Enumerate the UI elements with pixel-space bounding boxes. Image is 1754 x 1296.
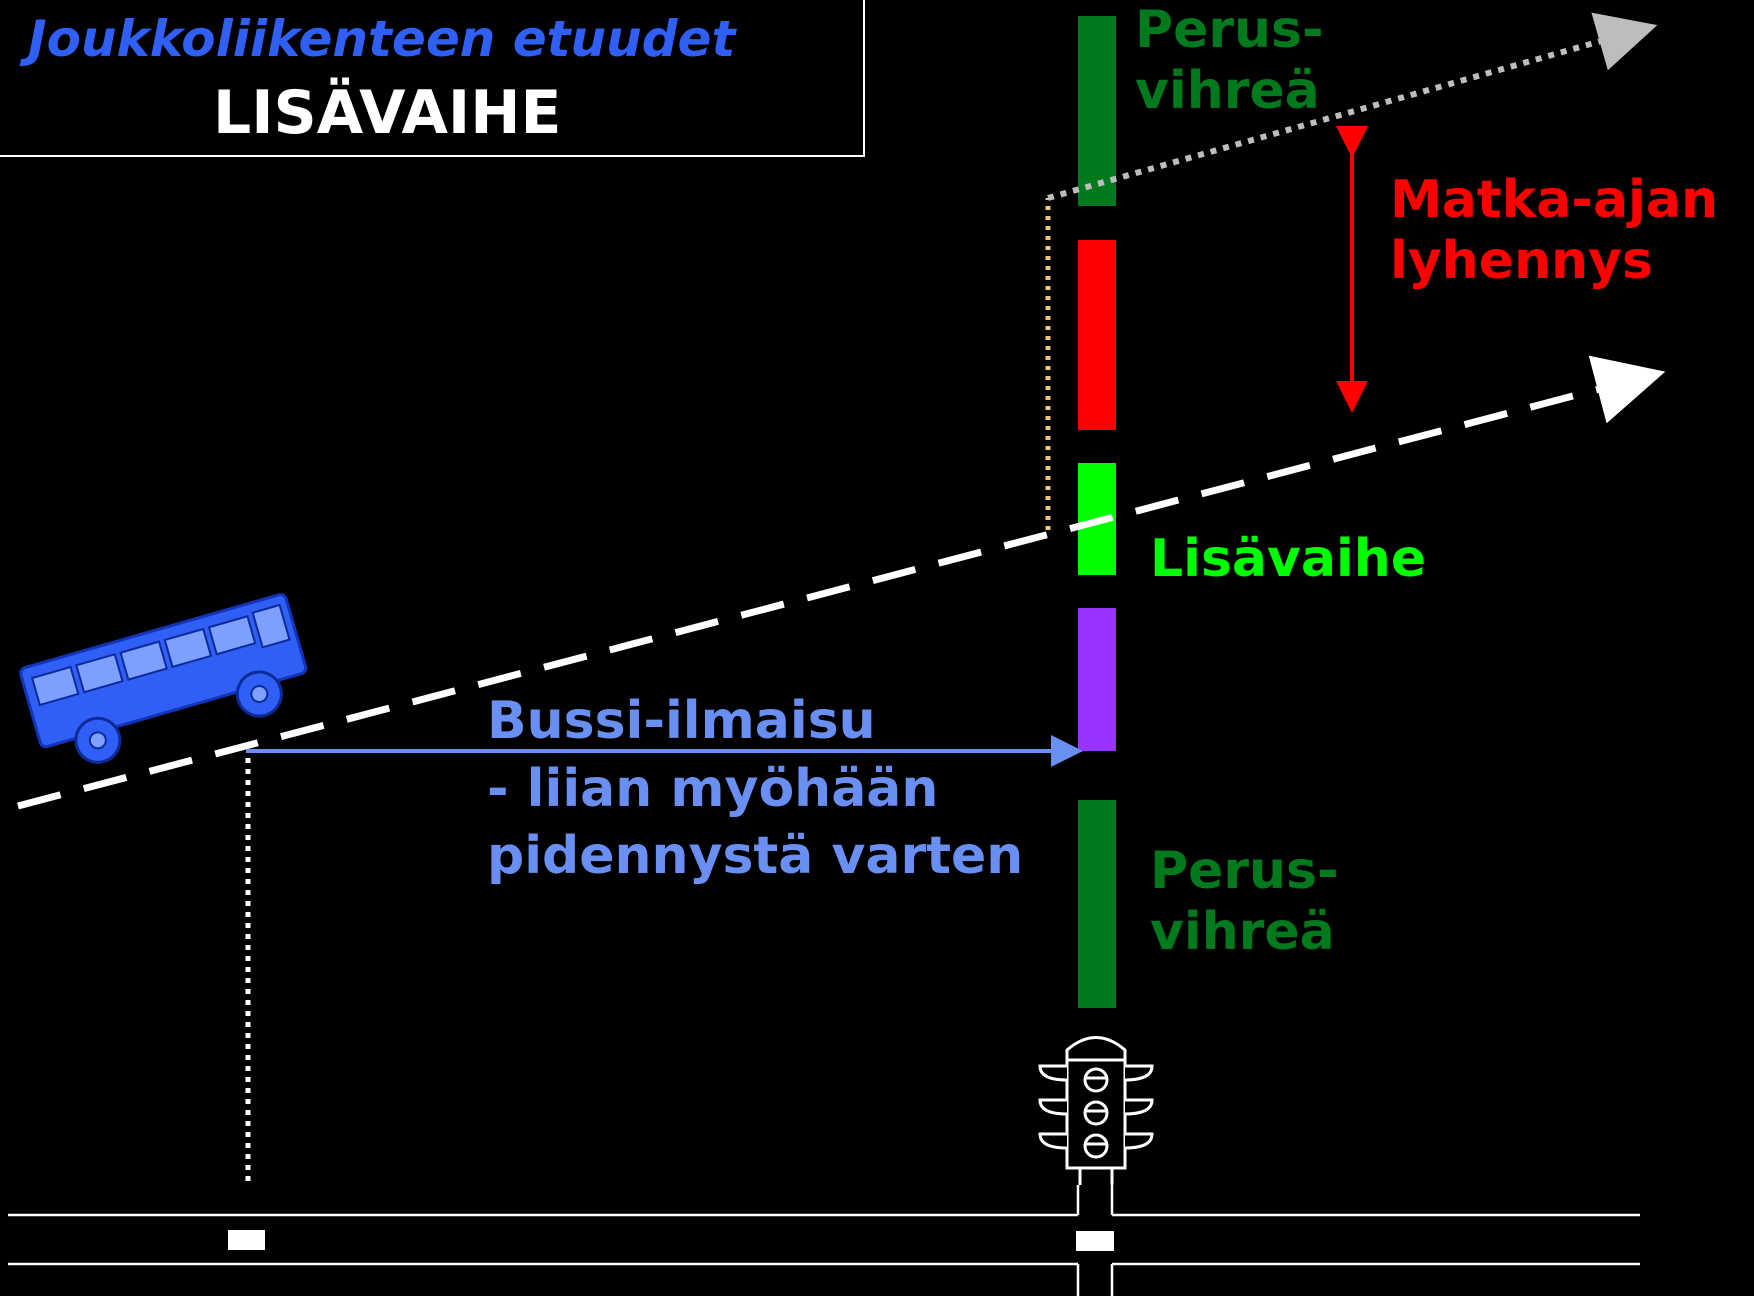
label-perusvihrea-bottom-line2: vihreä: [1150, 901, 1335, 962]
label-perusvihrea-top-line2: vihreä: [1135, 60, 1320, 121]
bus-icon: [19, 593, 308, 764]
phase-red: [1078, 240, 1116, 430]
detector-icon: [228, 1230, 265, 1250]
diagram-title: LISÄVAIHE: [213, 78, 562, 148]
phase-base-green-top: [1078, 16, 1116, 206]
label-perusvihrea-bottom-line1: Perus-: [1150, 841, 1339, 901]
delayed-trajectory: [1047, 12, 1658, 201]
label-detection-line3: pidennystä varten: [487, 826, 1024, 887]
road: [8, 1185, 1640, 1296]
actual-trajectory: [17, 355, 1666, 810]
label-travel-time-reduction: Matka-ajan lyhennys: [1390, 170, 1718, 292]
label-perusvihrea-bottom: Perus- vihreä: [1150, 841, 1339, 963]
label-reduction-line1: Matka-ajan: [1390, 170, 1718, 230]
phase-base-green-bottom: [1078, 800, 1116, 1008]
title-box: Joukkoliikenteen etuudet LISÄVAIHE: [0, 0, 865, 157]
traffic-light-icon: [1038, 1036, 1154, 1185]
label-bus-detection: Bussi-ilmaisu - liian myöhään pidennystä…: [487, 688, 1023, 891]
label-perusvihrea-top-line1: Perus-: [1135, 0, 1324, 60]
stop-line-marker: [1076, 1231, 1114, 1251]
label-extra-phase: Lisävaihe: [1150, 529, 1427, 589]
diagram-subtitle: Joukkoliikenteen etuudet: [28, 10, 736, 68]
label-detection-line1: Bussi-ilmaisu: [487, 691, 876, 751]
label-perusvihrea-top: Perus- vihreä: [1135, 0, 1324, 122]
phase-detection: [1078, 608, 1116, 751]
label-detection-line2: - liian myöhään: [487, 758, 939, 819]
label-reduction-line2: lyhennys: [1390, 230, 1653, 291]
